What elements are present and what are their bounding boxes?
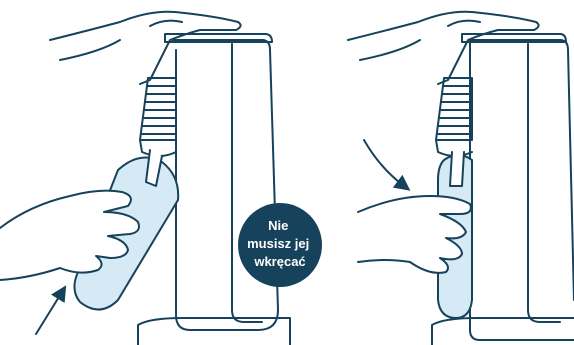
machine-head-ribs-right xyxy=(436,78,472,156)
badge-line-3: wkręcać xyxy=(253,254,305,269)
badge-line-1: Nie xyxy=(268,218,288,233)
right-panel xyxy=(348,12,574,345)
machine-base xyxy=(138,318,290,345)
hand-top-right xyxy=(348,12,539,84)
machine-front-panel-right xyxy=(528,44,560,322)
arrow-curved-down-icon xyxy=(364,140,404,186)
badge-line-2: musisz jej xyxy=(247,236,309,251)
machine-head-ribs xyxy=(140,78,176,156)
machine-body xyxy=(172,40,278,330)
hand-top-left xyxy=(50,12,241,84)
machine-body-right xyxy=(470,40,574,300)
info-badge: Nie musisz jej wkręcać xyxy=(238,203,322,287)
arrow-up-right-icon xyxy=(36,292,62,334)
left-panel xyxy=(0,12,290,345)
